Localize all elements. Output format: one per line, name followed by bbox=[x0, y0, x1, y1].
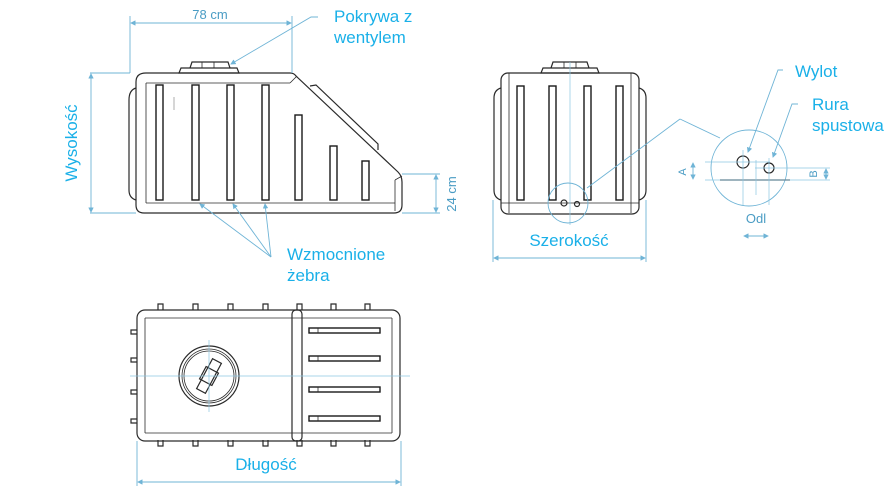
top-tabs bbox=[157, 303, 371, 310]
bottom-tabs bbox=[157, 440, 371, 447]
drain-label-line2: spustowa bbox=[812, 116, 884, 135]
lid-label-line1: Pokrywa z bbox=[334, 7, 412, 26]
side-view: 78 cm Wysokość 24 cm Pokrywa z wentylem bbox=[62, 7, 459, 285]
lid-label-line2: wentylem bbox=[333, 28, 406, 47]
lid-callout: Pokrywa z wentylem bbox=[230, 7, 417, 65]
svg-text:Wzmocnione żebra: Wzmocnione żebra bbox=[287, 245, 390, 285]
ribs-callout: Wzmocnione żebra bbox=[199, 203, 390, 285]
dimension-top-width: 78 cm bbox=[129, 7, 293, 73]
ribs-front bbox=[516, 85, 624, 201]
lid-side bbox=[178, 61, 240, 74]
top-width-label: 78 cm bbox=[192, 7, 227, 22]
ribs-label-line2: żebra bbox=[287, 266, 330, 285]
ribs-label-line1: Wzmocnione bbox=[287, 245, 385, 264]
outlet-label: Wylot bbox=[795, 62, 838, 81]
dimension-step-height: 24 cm bbox=[402, 173, 459, 214]
step-height-label: 24 cm bbox=[444, 176, 459, 211]
width-label: Szerokość bbox=[529, 231, 609, 250]
dimension-b-label: B bbox=[808, 170, 820, 177]
dimension-width: Szerokość bbox=[492, 200, 647, 262]
left-tabs bbox=[130, 329, 137, 424]
svg-text:Pokrywa z wentylem: Pokrywa z wentylem bbox=[333, 7, 417, 47]
slots-top bbox=[308, 327, 381, 422]
drain-label-line1: Rura bbox=[812, 95, 849, 114]
ribs-side bbox=[155, 84, 370, 201]
height-label: Wysokość bbox=[62, 104, 81, 182]
top-view: Długość bbox=[130, 303, 410, 486]
dimension-height: Wysokość bbox=[62, 72, 136, 214]
dimension-a-label: A bbox=[677, 168, 689, 176]
dimension-length: Długość bbox=[136, 441, 402, 486]
distance-label: Odl bbox=[746, 211, 766, 226]
tank-body-top bbox=[136, 309, 401, 442]
front-view: Szerokość bbox=[492, 61, 721, 262]
outlet-detail: A B Odl Wylot Rura spustowa bbox=[677, 62, 884, 239]
tank-body-side bbox=[135, 72, 403, 214]
svg-text:Rura spustowa: Rura spustowa bbox=[812, 95, 884, 135]
length-label: Długość bbox=[235, 455, 297, 474]
